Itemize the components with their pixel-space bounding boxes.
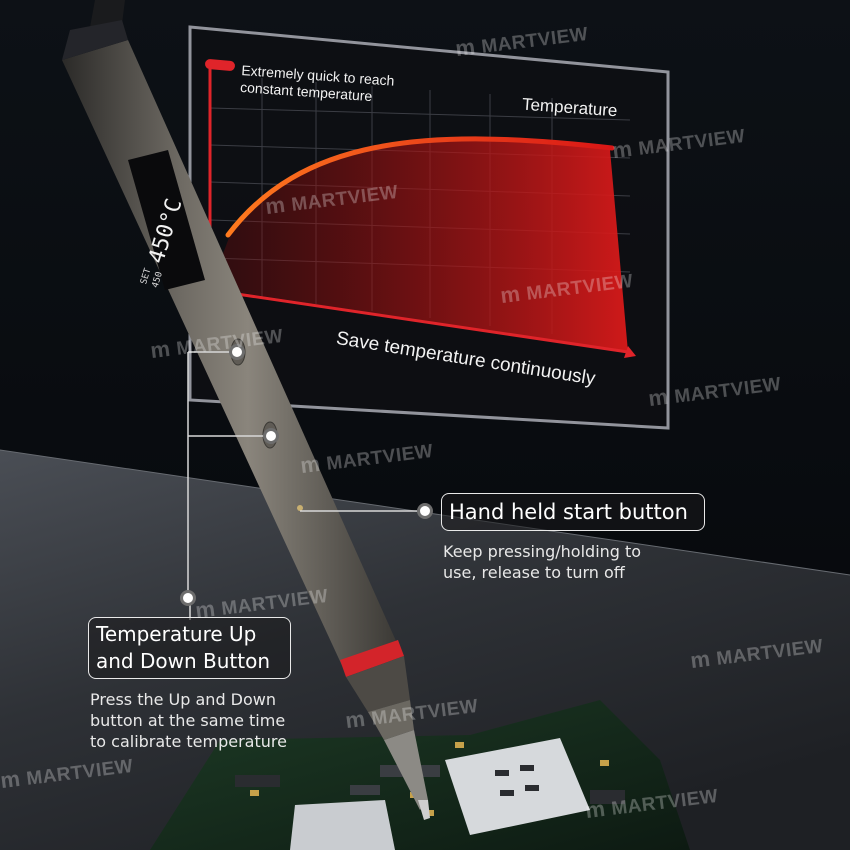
temp-desc-line-3: to calibrate temperature [90, 732, 287, 751]
temp-button-description: Press the Up and Down button at the same… [90, 689, 287, 752]
start-desc-line-2: use, release to turn off [443, 563, 625, 582]
temp-title-line-1: Temperature Up [96, 622, 257, 646]
up-button-marker [229, 344, 245, 360]
down-button-marker [263, 428, 279, 444]
start-button-description: Keep pressing/holding to use, release to… [443, 541, 641, 583]
start-button-callout-title: Hand held start button [441, 493, 705, 531]
temp-button-callout-title: Temperature Up and Down Button [88, 617, 291, 679]
start-button-marker [417, 503, 433, 519]
temp-title-line-2: and Down Button [96, 649, 271, 673]
display-set-value: 450 [150, 270, 165, 290]
start-button-title-text: Hand held start button [449, 500, 688, 524]
temp-desc-line-1: Press the Up and Down [90, 690, 277, 709]
temp-desc-line-2: button at the same time [90, 711, 286, 730]
temp-callout-marker [180, 590, 196, 606]
start-desc-line-1: Keep pressing/holding to [443, 542, 642, 561]
